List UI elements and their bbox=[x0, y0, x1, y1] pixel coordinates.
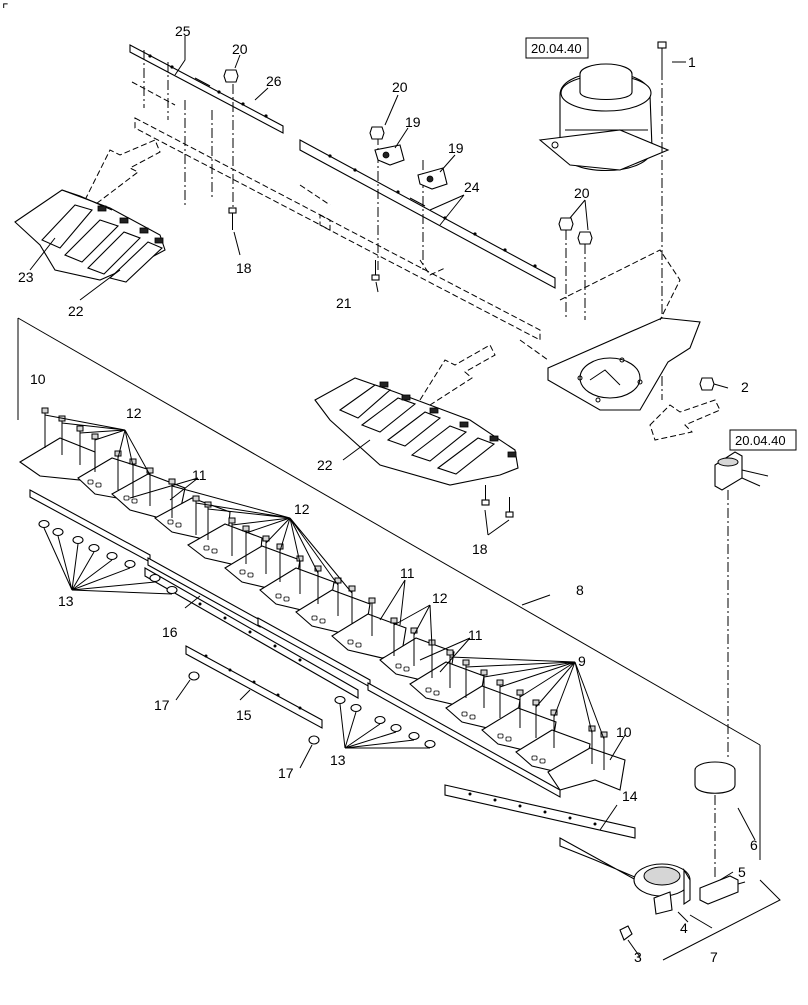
leader-lines bbox=[29, 36, 781, 961]
upper-bar-assembly bbox=[84, 44, 331, 231]
wobble-box-motor bbox=[538, 41, 670, 400]
knife-head-bar bbox=[299, 126, 556, 341]
knife-sections bbox=[18, 437, 626, 791]
callout-17a: 17 bbox=[154, 697, 170, 713]
bolt-18-upper bbox=[228, 207, 237, 230]
callout-19a: 19 bbox=[405, 114, 421, 130]
callout-1: 1 bbox=[688, 54, 696, 70]
callout-labels: 1 2 3 4 5 6 7 8 9 10 10 11 11 11 12 12 1… bbox=[18, 23, 758, 965]
callout-8: 8 bbox=[576, 582, 584, 598]
callout-13b: 13 bbox=[330, 752, 346, 768]
callout-9a: 9 bbox=[578, 653, 586, 669]
callout-20a: 20 bbox=[232, 41, 248, 57]
svg-text:20.04.40: 20.04.40 bbox=[735, 433, 786, 448]
callout-7: 7 bbox=[710, 949, 718, 965]
callout-3: 3 bbox=[634, 949, 642, 965]
svg-text:20.04.40: 20.04.40 bbox=[531, 41, 582, 56]
callout-18b: 18 bbox=[472, 541, 488, 557]
callout-19b: 19 bbox=[448, 140, 464, 156]
callout-11c: 11 bbox=[468, 627, 483, 643]
callout-20c: 20 bbox=[574, 185, 590, 201]
guard-assembly-left bbox=[14, 189, 166, 283]
knife-bars bbox=[29, 489, 636, 839]
callout-14: 14 bbox=[622, 788, 638, 804]
callout-12a: 12 bbox=[126, 405, 142, 421]
callout-6: 6 bbox=[750, 837, 758, 853]
callout-13a: 13 bbox=[58, 593, 74, 609]
knife-assembly-outline bbox=[17, 317, 761, 860]
corner-mark: ⌜ bbox=[2, 1, 9, 17]
callout-12b: 12 bbox=[294, 501, 310, 517]
reference-box-top[interactable]: 20.04.40 bbox=[525, 37, 589, 59]
callout-26: 26 bbox=[266, 73, 282, 89]
callout-25: 25 bbox=[175, 23, 191, 39]
callout-2: 2 bbox=[741, 379, 749, 395]
lock-nuts bbox=[38, 519, 436, 749]
knife-head-arm bbox=[559, 761, 746, 941]
callout-10b: 10 bbox=[616, 724, 632, 740]
callout-4: 4 bbox=[680, 920, 688, 936]
callout-11a: 11 bbox=[192, 467, 207, 483]
callout-16: 16 bbox=[162, 624, 178, 640]
callout-12c: 12 bbox=[432, 590, 448, 606]
knife-head-clamp bbox=[649, 399, 769, 760]
guard-assembly-right bbox=[314, 344, 519, 518]
callout-15: 15 bbox=[236, 707, 252, 723]
nut-20-upper-left bbox=[223, 69, 239, 83]
callout-22a: 22 bbox=[68, 303, 84, 319]
callout-22b: 22 bbox=[317, 457, 333, 473]
reference-box-right[interactable]: 20.04.40 bbox=[729, 429, 797, 451]
callout-18a: 18 bbox=[236, 260, 252, 276]
callout-17b: 17 bbox=[278, 765, 294, 781]
callout-21: 21 bbox=[336, 295, 352, 311]
callout-10a: 10 bbox=[30, 371, 46, 387]
callout-5: 5 bbox=[738, 864, 746, 880]
callout-20b: 20 bbox=[392, 79, 408, 95]
callout-23: 23 bbox=[18, 269, 34, 285]
callout-24: 24 bbox=[464, 179, 480, 195]
knife-drive-bracket bbox=[519, 217, 715, 411]
callout-11b: 11 bbox=[400, 565, 415, 581]
